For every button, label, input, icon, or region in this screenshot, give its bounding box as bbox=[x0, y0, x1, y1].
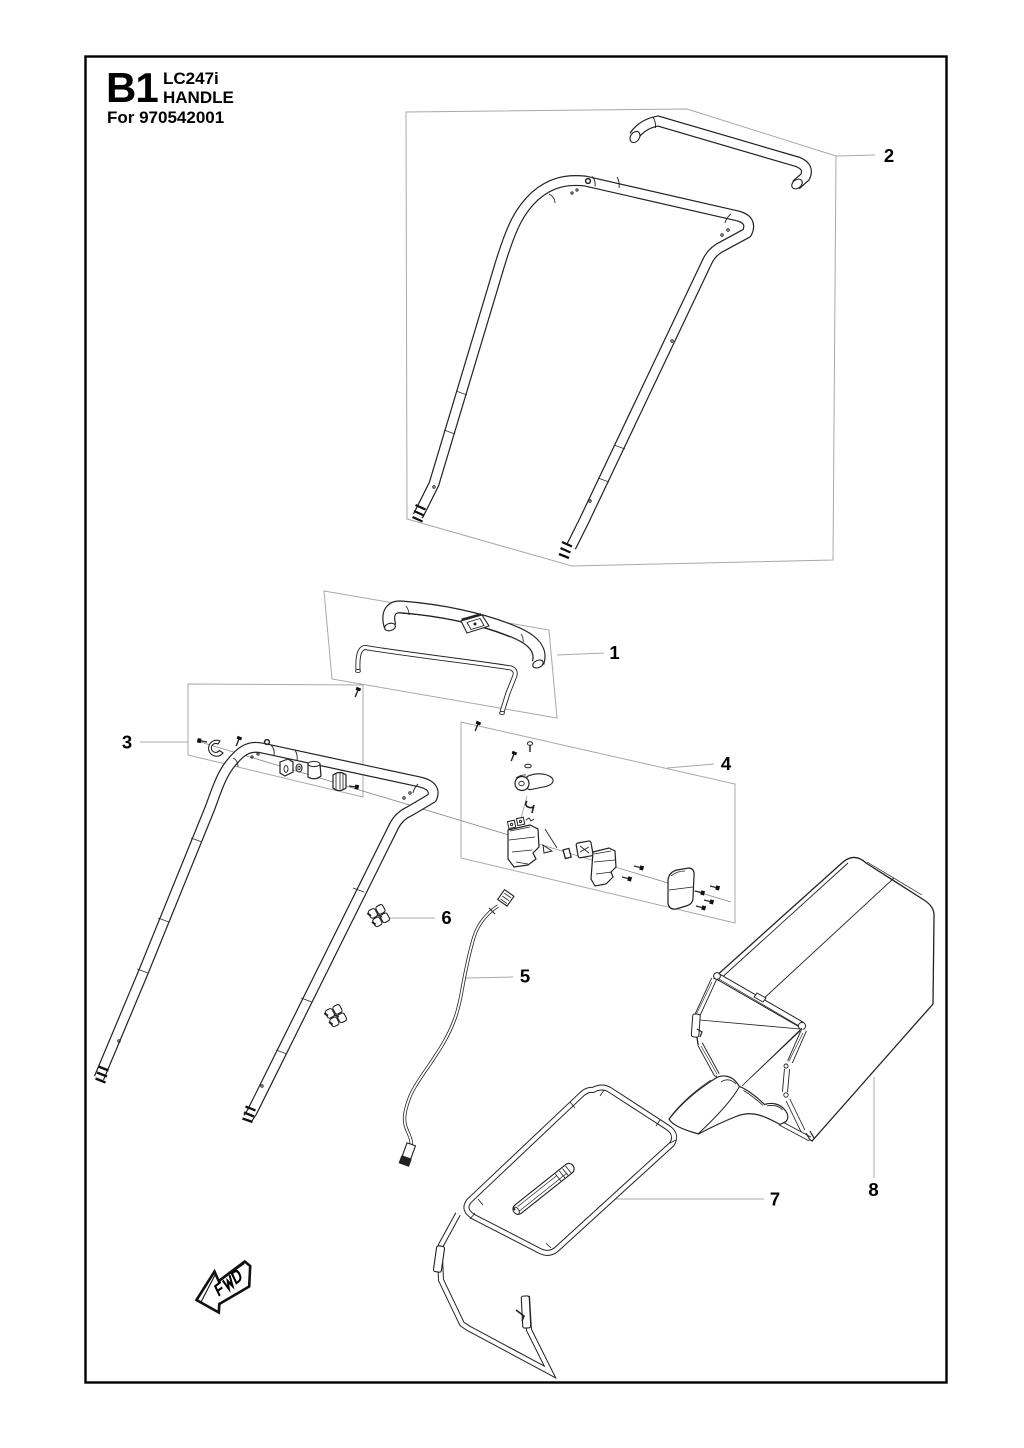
svg-text:5: 5 bbox=[520, 966, 530, 987]
svg-text:3: 3 bbox=[122, 732, 132, 753]
svg-text:2: 2 bbox=[884, 145, 894, 166]
svg-text:HANDLE: HANDLE bbox=[163, 88, 234, 107]
svg-text:B1: B1 bbox=[106, 64, 158, 111]
svg-text:LC247i: LC247i bbox=[163, 69, 219, 88]
svg-text:For 970542001: For 970542001 bbox=[107, 108, 224, 127]
svg-text:7: 7 bbox=[770, 1189, 780, 1210]
svg-text:4: 4 bbox=[721, 753, 732, 774]
svg-text:8: 8 bbox=[868, 1179, 878, 1200]
svg-text:1: 1 bbox=[609, 642, 619, 663]
svg-text:6: 6 bbox=[441, 907, 451, 928]
